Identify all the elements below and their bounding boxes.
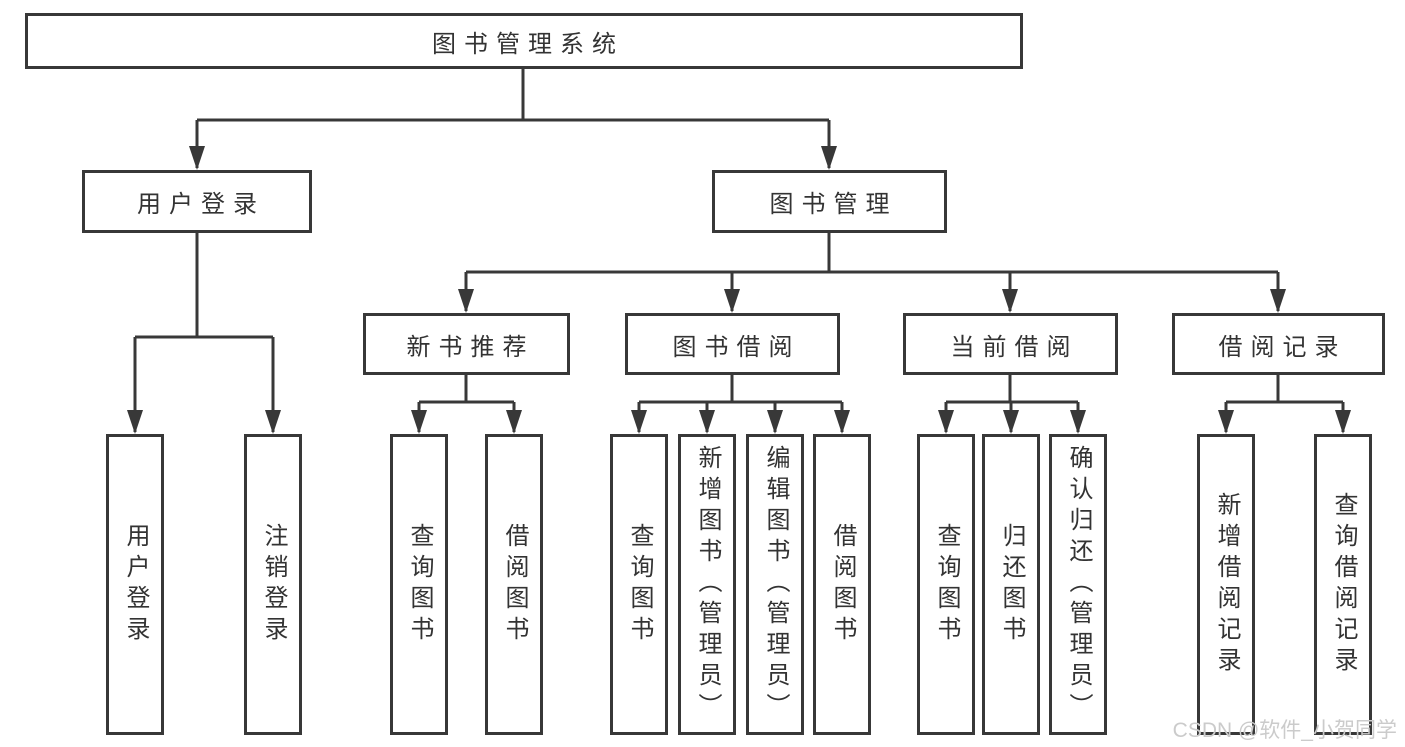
leaf-user-login-label: 用户登录 [122,522,149,647]
leaf-borrow-books-2: 借阅图书 [813,434,871,735]
node-library-management-system: 图书管理系统 [25,13,1023,69]
leaf-query-borrow-record: 查询借阅记录 [1314,434,1372,735]
leaf-add-book-admin-label: 新增图书（管理员） [694,445,721,724]
leaf-add-borrow-record-label: 新增借阅记录 [1213,491,1240,678]
node-book-borrowing-label: 图书借阅 [672,333,801,361]
node-user-login: 用户登录 [82,170,312,233]
leaf-user-login: 用户登录 [106,434,164,735]
csdn-watermark: CSDN @软件_小贺同学 [1172,719,1397,742]
node-library-management-system-label: 图书管理系统 [432,30,624,58]
leaf-query-books-3: 查询图书 [917,434,975,735]
leaf-query-books-3-label: 查询图书 [933,522,960,647]
leaf-query-books-1: 查询图书 [390,434,448,735]
leaf-add-borrow-record: 新增借阅记录 [1197,434,1255,735]
node-book-borrowing: 图书借阅 [625,313,840,375]
leaf-query-books-2-label: 查询图书 [626,522,653,647]
node-new-book-recommendation-label: 新书推荐 [406,333,535,361]
leaf-return-books-label: 归还图书 [998,522,1025,647]
leaf-add-book-admin: 新增图书（管理员） [678,434,736,735]
leaf-borrow-books-1: 借阅图书 [485,434,543,735]
leaf-borrow-books-2-label: 借阅图书 [829,522,856,647]
leaf-query-borrow-record-label: 查询借阅记录 [1330,491,1357,678]
leaf-confirm-return-admin-label: 确认归还（管理员） [1065,445,1092,724]
leaf-logout-login-label: 注销登录 [260,522,287,647]
node-book-management: 图书管理 [712,170,947,233]
node-book-management-label: 图书管理 [769,191,898,218]
leaf-confirm-return-admin: 确认归还（管理员） [1049,434,1107,735]
node-current-borrowing: 当前借阅 [903,313,1118,375]
node-new-book-recommendation: 新书推荐 [363,313,570,375]
node-borrowing-records: 借阅记录 [1172,313,1385,375]
leaf-edit-book-admin: 编辑图书（管理员） [746,434,804,735]
node-current-borrowing-label: 当前借阅 [950,333,1079,361]
node-user-login-label: 用户登录 [137,191,265,218]
leaf-borrow-books-1-label: 借阅图书 [501,522,528,647]
leaf-edit-book-admin-label: 编辑图书（管理员） [762,445,789,724]
leaf-query-books-2: 查询图书 [610,434,668,735]
node-borrowing-records-label: 借阅记录 [1218,333,1347,361]
leaf-return-books: 归还图书 [982,434,1040,735]
leaf-query-books-1-label: 查询图书 [406,522,433,647]
leaf-logout-login: 注销登录 [244,434,302,735]
